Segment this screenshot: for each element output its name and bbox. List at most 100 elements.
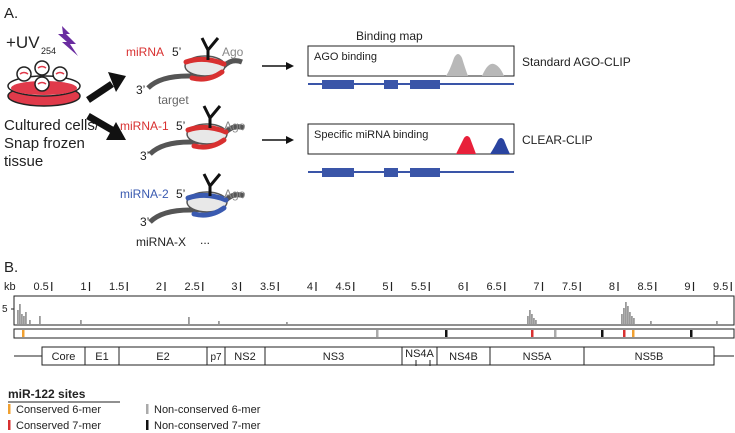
- kb-tick-label: 5.5: [411, 281, 426, 293]
- standard-three-prime: 3’: [136, 83, 145, 97]
- uv-label: +UV: [6, 33, 40, 52]
- clear-three-prime-2: 3’: [140, 215, 149, 229]
- clear-peak-blue: [490, 138, 510, 154]
- gene-region-label: NS2: [234, 351, 255, 363]
- legend-label: Conserved 7-mer: [16, 420, 101, 432]
- gene-region-label: p7: [210, 352, 222, 363]
- coverage-bar: [527, 316, 529, 324]
- clear-mirna1-label: miRNA-1: [120, 119, 169, 133]
- standard-target-label: target: [158, 93, 189, 107]
- coverage-track-frame: [13, 295, 735, 326]
- coverage-bar: [29, 320, 31, 324]
- arrow-to-clear-icon: [86, 112, 126, 140]
- clear-peak-red: [456, 136, 476, 154]
- legend-swatch: [146, 420, 149, 430]
- legend-title: miR-122 sites: [8, 387, 86, 401]
- clear-ellipsis: ...: [200, 233, 210, 247]
- cells-caption-line1: Cultured cells/: [4, 117, 100, 134]
- clear-binding-box: [307, 123, 515, 155]
- cells-caption-line3: tissue: [4, 153, 43, 170]
- panel-a-label: A.: [4, 5, 18, 22]
- kb-tick-label: 4: [307, 281, 313, 293]
- cells-caption-line2: Snap frozen: [4, 135, 85, 152]
- clear-ago-label-1: Ago: [224, 119, 246, 133]
- coverage-bar: [188, 317, 190, 324]
- coverage-bar: [535, 320, 537, 324]
- coverage-bar: [627, 306, 629, 324]
- coverage-bar: [529, 310, 531, 324]
- gene-region-label: NS4A: [405, 348, 434, 360]
- standard-mirna-label: miRNA: [126, 45, 164, 59]
- kb-tick-label: 7: [533, 281, 539, 293]
- kb-tick-label: 8: [609, 281, 615, 293]
- legend-label: Non-conserved 6-mer: [154, 404, 261, 416]
- kb-tick-label: 8.5: [637, 281, 652, 293]
- standard-exon-1: [322, 80, 354, 89]
- standard-box-label: AGO binding: [314, 51, 377, 63]
- clear-ago-label-2: Ago: [224, 187, 246, 201]
- coverage-bar: [39, 316, 41, 324]
- legend-label: Non-conserved 7-mer: [154, 420, 261, 432]
- coverage-bar: [623, 308, 625, 324]
- kb-tick-label: 2: [156, 281, 162, 293]
- legend-label: Conserved 6-mer: [16, 404, 101, 416]
- arrow-head-icon: [286, 62, 294, 70]
- cell-dish-icon: [7, 60, 81, 107]
- mir122-site-mark: [554, 330, 557, 337]
- kb-tick-label: 1.5: [109, 281, 124, 293]
- kb-tick-label: 3: [231, 281, 237, 293]
- coverage-bar: [631, 316, 633, 324]
- gene-region-box: [583, 346, 715, 366]
- panel-b-label: B.: [4, 259, 18, 276]
- clear-mirnax-label: miRNA-X: [136, 235, 186, 249]
- standard-five-prime: 5’: [172, 45, 181, 59]
- clear-three-prime-1: 3’: [140, 149, 149, 163]
- arrow-head-icon: [286, 136, 294, 144]
- coverage-bar: [25, 312, 27, 324]
- legend-swatch: [146, 404, 149, 414]
- coverage-bar: [625, 302, 627, 324]
- kb-tick-label: 9: [684, 281, 690, 293]
- coverage-bar: [650, 321, 652, 324]
- clear-box-label: Specific miRNA binding: [314, 129, 428, 141]
- kb-tick-label: 9.5: [713, 281, 728, 293]
- gene-region-label: NS5A: [523, 351, 552, 363]
- coverage-bar: [716, 321, 718, 324]
- clear-ago-complex-2: [148, 173, 245, 224]
- coverage-bar: [218, 321, 220, 324]
- standard-binding-box: [307, 45, 515, 77]
- clear-exon-3: [410, 168, 440, 177]
- arrow-to-standard-icon: [86, 72, 126, 103]
- coverage-bar: [533, 318, 535, 324]
- standard-peak-2: [482, 63, 504, 76]
- mir122-site-mark: [376, 330, 379, 337]
- coverage-bar: [21, 314, 23, 324]
- kb-tick-label: 2.5: [184, 281, 199, 293]
- gene-region-label: E2: [156, 351, 169, 363]
- standard-ago-complex: [146, 37, 243, 90]
- site-track-frame: [13, 328, 735, 339]
- coverage-y-tick: 5: [2, 304, 8, 315]
- coverage-bar: [17, 310, 19, 324]
- antibody-icon: [200, 37, 220, 60]
- legend-swatch: [8, 420, 11, 430]
- kb-tick-label: 3.5: [260, 281, 275, 293]
- clear-mirna2-label: miRNA-2: [120, 187, 169, 201]
- kb-tick-label: 7.5: [562, 281, 577, 293]
- coverage-bar: [531, 314, 533, 324]
- mir122-site-mark: [632, 330, 635, 337]
- coverage-bar: [633, 318, 635, 324]
- clear-exon-1: [322, 168, 354, 177]
- mir122-site-mark: [623, 330, 626, 337]
- coverage-bar: [621, 314, 623, 324]
- coverage-bars: [17, 302, 718, 324]
- kb-tick-label: 6: [458, 281, 464, 293]
- gene-region-label: NS5B: [635, 351, 664, 363]
- clear-five-prime-1: 5’: [176, 119, 185, 133]
- mir122-site-mark: [22, 330, 25, 337]
- standard-ago-label: Ago: [222, 45, 244, 59]
